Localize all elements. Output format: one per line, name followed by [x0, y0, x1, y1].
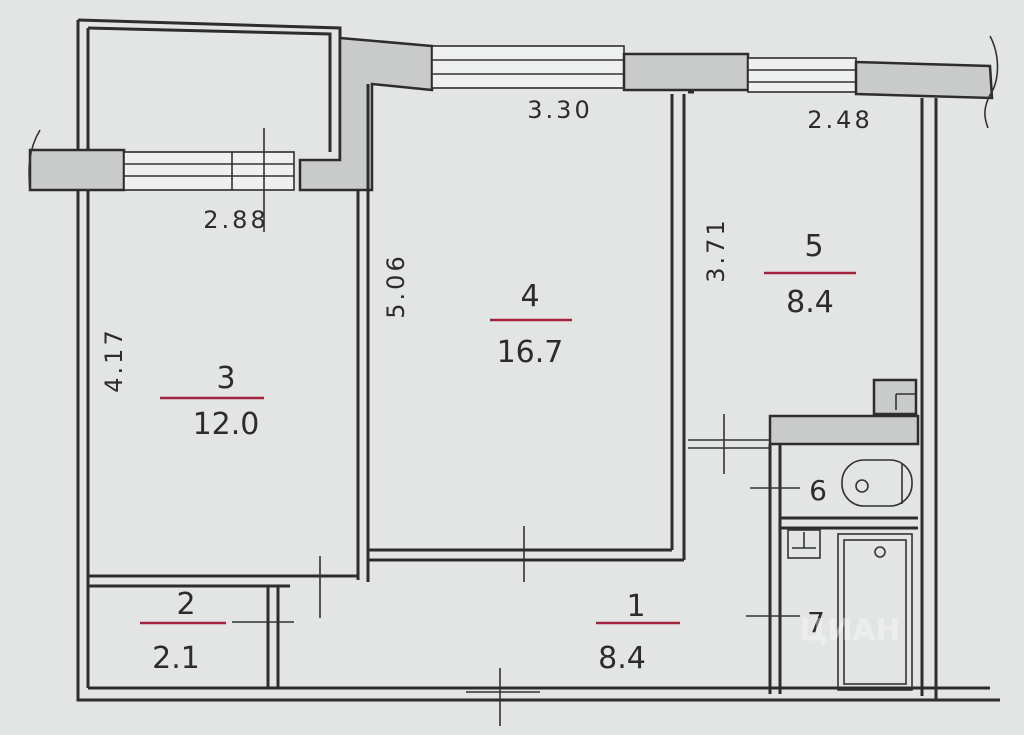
toilet-icon	[787, 529, 821, 559]
svg-text:8.4: 8.4	[786, 285, 834, 320]
room-5-label: 5 8.4	[764, 229, 856, 320]
sink-icon	[841, 459, 913, 507]
dimension-room4-width: 3.30	[527, 96, 592, 124]
svg-text:2.1: 2.1	[152, 641, 200, 676]
svg-text:16.7: 16.7	[497, 335, 564, 370]
svg-text:12.0: 12.0	[193, 407, 260, 442]
room-1-label: 1 8.4	[596, 589, 680, 676]
svg-text:4: 4	[520, 279, 539, 314]
door-marks	[232, 414, 800, 726]
interior-walls	[88, 84, 920, 694]
fixture-6-label: 6	[809, 474, 827, 507]
room-2-label: 2 2.1	[140, 587, 226, 676]
svg-text:6: 6	[809, 474, 827, 507]
svg-text:8.4: 8.4	[598, 641, 646, 676]
svg-text:3: 3	[216, 361, 235, 396]
top-wall	[298, 35, 999, 192]
room-4-label: 4 16.7	[490, 279, 572, 370]
dimension-room4-depth: 5.06	[382, 253, 410, 318]
svg-text:2: 2	[176, 587, 195, 622]
dimension-room5-width: 2.48	[807, 106, 872, 134]
watermark-logo: ЦИАН	[799, 613, 900, 648]
outer-walls	[76, 18, 1000, 702]
svg-text:7: 7	[807, 606, 825, 639]
room-3-label: 3 12.0	[160, 361, 264, 442]
svg-text:5: 5	[804, 229, 823, 264]
svg-text:1: 1	[626, 589, 645, 624]
bathtub-icon	[837, 533, 913, 691]
fixture-7-label: 7	[807, 606, 825, 639]
dimension-room5-depth: 3.71	[702, 217, 730, 282]
dimension-room3-depth: 4.17	[100, 327, 128, 392]
dimension-room3-width: 2.88	[203, 206, 268, 234]
left-window	[28, 128, 295, 232]
